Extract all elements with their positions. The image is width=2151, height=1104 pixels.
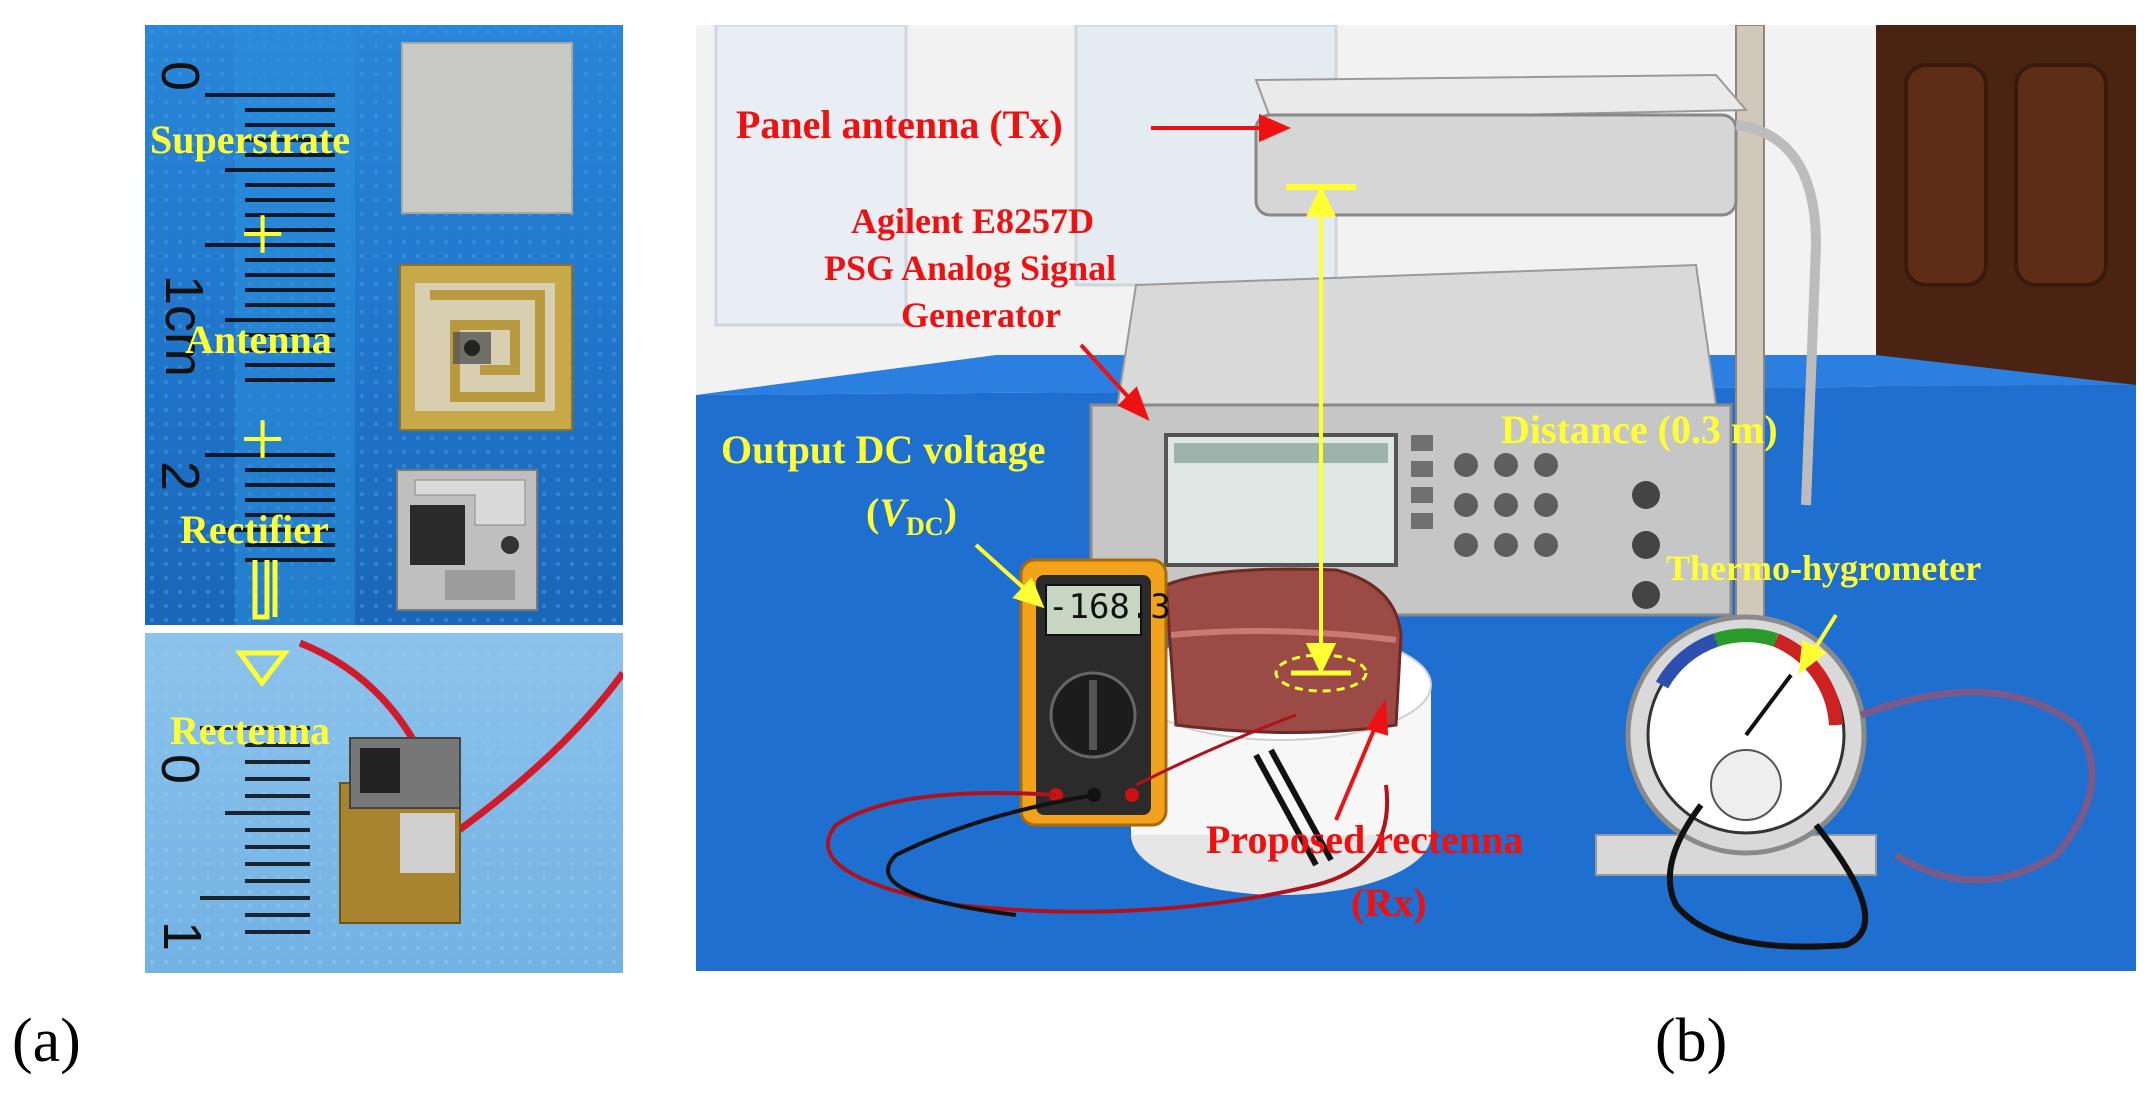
ruler-ticks-top <box>205 93 335 562</box>
ruler-number: 0 <box>150 753 211 785</box>
panel-a-top-photo: 0 1cm 2 Superstrate + Antenna + Rectifie… <box>145 25 623 625</box>
yellow-arrows <box>974 184 1838 676</box>
output-dc-label: Output DC voltage <box>721 427 1046 472</box>
down-arrow <box>252 560 278 620</box>
panel-antenna-label: Panel antenna (Tx) <box>736 102 1063 147</box>
distance-label: Distance (0.3 m) <box>1501 407 1778 452</box>
ruler-ticks-bottom <box>200 726 310 934</box>
caption-a: (a) <box>12 1007 81 1075</box>
signal-generator <box>1089 263 1733 617</box>
panel-b-photo: -168.3 Panel antenna (Tx) Agilent E8257D… <box>696 25 2136 971</box>
plus-sign: + <box>240 191 286 279</box>
panel-a-top-graphics <box>145 25 623 625</box>
generator-label-line3: Generator <box>901 295 1061 335</box>
vdc-subscript: DC <box>906 512 944 541</box>
multimeter-reading: -168.3 <box>1048 587 1171 627</box>
rectenna-device <box>339 737 461 924</box>
vdc-symbol: V <box>879 490 907 535</box>
superstrate-label: Superstrate <box>150 117 350 162</box>
ruler-number: 1 <box>152 920 213 952</box>
panel-b-graphics <box>696 25 2136 971</box>
rectifier-chip <box>396 469 538 611</box>
antenna-chip <box>399 264 573 431</box>
rectenna-location-marker <box>1274 653 1368 693</box>
proposed-rectenna-label-line1: Proposed rectenna <box>1206 817 1524 862</box>
superstrate-chip <box>401 42 573 214</box>
rectifier-label: Rectifier <box>180 507 329 552</box>
panel-a-bottom-graphics <box>145 633 623 973</box>
panel-antenna-device <box>1254 73 1822 506</box>
red-arrows <box>1079 113 1389 821</box>
vdc-label: (VDC) <box>866 490 957 541</box>
caption-b: (b) <box>1655 1007 1728 1075</box>
thermo-hygrometer-label: Thermo-hygrometer <box>1666 548 1982 588</box>
meat-sample <box>1164 567 1403 734</box>
multimeter-device <box>1019 558 1168 827</box>
antenna-label: Antenna <box>185 317 332 362</box>
generator-label-line1: Agilent E8257D <box>851 201 1094 241</box>
generator-label-line2: PSG Analog Signal <box>824 248 1117 288</box>
thermo-hygrometer-device <box>1625 614 2096 950</box>
plus-sign: + <box>240 396 286 484</box>
rectenna-label: Rectenna <box>170 708 330 753</box>
panel-a-bottom-photo: Rectenna 0 1 <box>145 633 623 973</box>
proposed-rectenna-label-line2: (Rx) <box>1351 880 1427 925</box>
